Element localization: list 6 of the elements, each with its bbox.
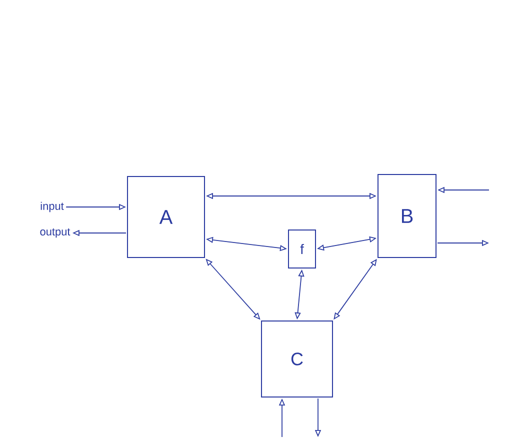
- process-box: A: [127, 176, 205, 258]
- process-box: B: [378, 174, 436, 258]
- signal-label: output: [40, 228, 70, 238]
- signal-label: input: [40, 202, 64, 212]
- process-box: C: [261, 320, 333, 398]
- process-box: f: [288, 230, 316, 268]
